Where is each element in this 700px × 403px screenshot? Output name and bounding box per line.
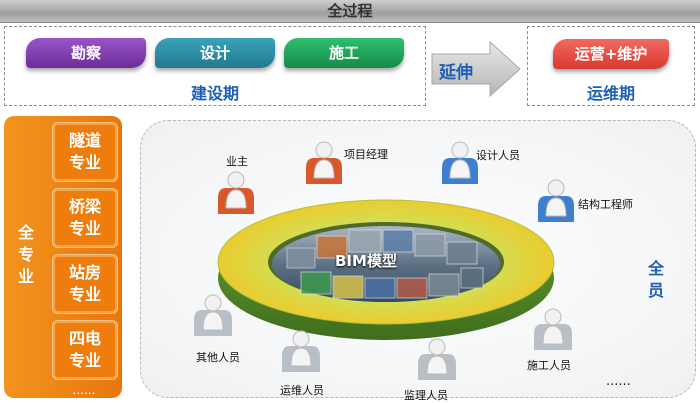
operation-phase-label: 运维期 — [586, 84, 635, 103]
discipline-electrical[interactable]: 四电专业 — [52, 320, 118, 380]
survey-button[interactable]: 勘察 — [26, 38, 146, 68]
role-constructor: 施工人员 — [527, 359, 571, 372]
construction-button[interactable]: 施工 — [284, 38, 404, 68]
person-icon-structural-engineer — [538, 179, 574, 222]
role-maintenance-staff: 运维人员 — [280, 384, 324, 397]
discipline-bridge[interactable]: 桥梁专业 — [52, 188, 118, 248]
role-supervisor: 监理人员 — [404, 389, 448, 402]
banner-title: 全过程 — [327, 2, 373, 20]
role-project-manager: 项目经理 — [344, 148, 388, 161]
extend-arrow-icon — [431, 40, 521, 98]
bim-model-label: BIM模型 — [335, 252, 397, 270]
person-icon-owner — [218, 171, 254, 214]
person-icon-project-manager — [306, 141, 342, 184]
staff-more: ...... — [606, 374, 631, 389]
role-designer: 设计人员 — [476, 149, 520, 162]
person-icon-maintenance-staff — [282, 330, 320, 372]
person-icon-supervisor — [418, 338, 456, 380]
person-icon-designer — [442, 141, 478, 184]
all-disciplines-label: 全专业 — [17, 223, 34, 286]
person-icon-other-staff — [194, 294, 232, 336]
construction-phase-label: 建设期 — [190, 84, 239, 103]
construction-phase-box — [4, 26, 426, 106]
operation-maintenance-button[interactable]: 运营+维护 — [553, 39, 669, 69]
bim-ring-diagram — [217, 199, 555, 340]
person-icon-constructor — [534, 308, 572, 350]
role-owner: 业主 — [226, 155, 248, 168]
all-staff-label: 全员 — [647, 259, 664, 300]
design-button[interactable]: 设计 — [155, 38, 275, 68]
discipline-station[interactable]: 站房专业 — [52, 254, 118, 314]
role-structural-engineer: 结构工程师 — [578, 198, 633, 211]
discipline-tunnel[interactable]: 隧道专业 — [52, 122, 118, 182]
disciplines-more: ...... — [72, 383, 96, 397]
process-banner — [0, 0, 700, 23]
extend-label: 延伸 — [439, 63, 473, 83]
operation-phase-box — [527, 26, 695, 106]
role-other-staff: 其他人员 — [196, 351, 240, 364]
